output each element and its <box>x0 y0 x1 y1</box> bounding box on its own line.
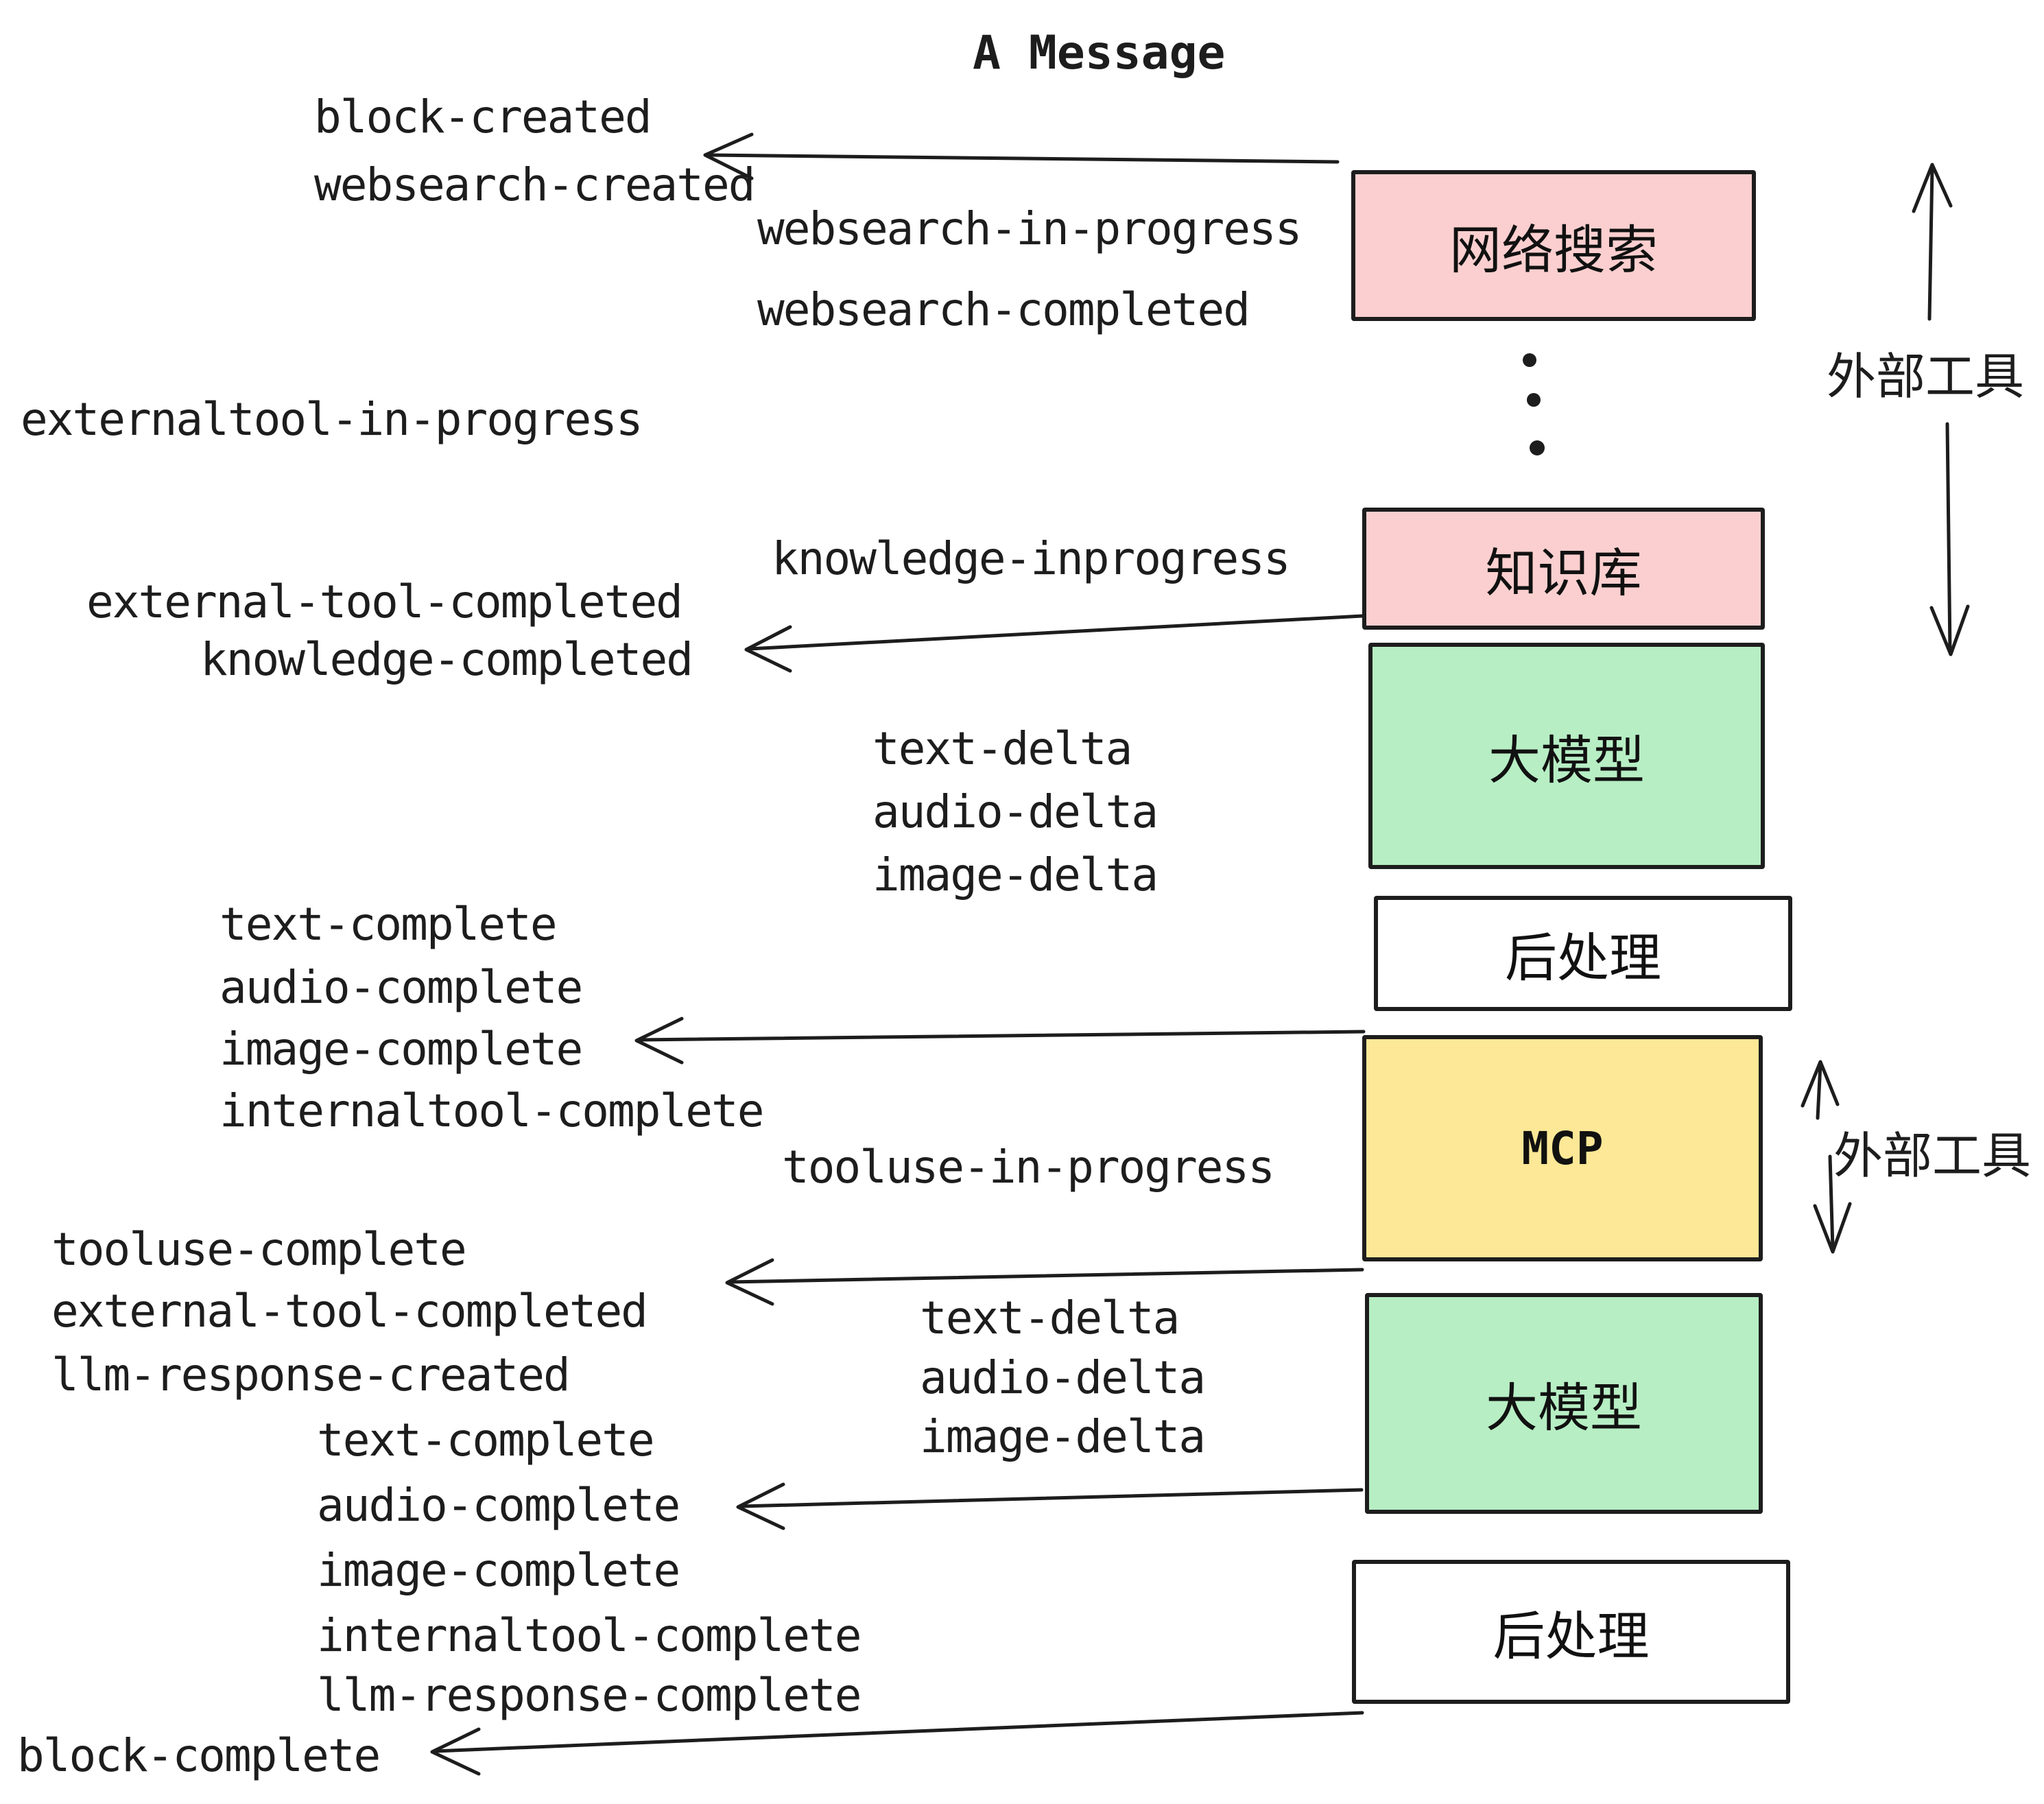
box-llm-1-label: 大模型 <box>1488 732 1645 790</box>
arrow-knowledge-to-completed <box>747 614 1364 651</box>
event-label-block-complete: block-complete <box>17 1729 381 1782</box>
event-label-text-delta: text-delta <box>872 722 1132 775</box>
event-label-external-tool-completed: external-tool-completed <box>86 575 683 628</box>
event-label-internaltool-complete-2: internaltool-complete <box>317 1609 861 1662</box>
event-label-websearch-created: websearch-created <box>314 158 756 211</box>
event-label-text-delta-2: text-delta <box>920 1292 1180 1344</box>
event-label-websearch-in-progress: websearch-in-progress <box>757 202 1302 255</box>
box-llm-1: 大模型 <box>1368 643 1765 869</box>
event-label-tooluse-complete: tooluse-complete <box>51 1223 467 1276</box>
event-label-image-delta-2: image-delta <box>920 1410 1206 1463</box>
event-label-websearch-completed: websearch-completed <box>757 283 1250 336</box>
event-label-tooluse-in-progress: tooluse-in-progress <box>782 1141 1275 1194</box>
event-label-audio-delta-2: audio-delta <box>920 1351 1206 1404</box>
event-label-externaltool-in-progress: externaltool-in-progress <box>21 393 643 446</box>
arrow-external-tools-down <box>1945 422 1952 654</box>
event-label-audio-delta: audio-delta <box>872 785 1158 838</box>
box-websearch: 网络搜索 <box>1351 170 1756 321</box>
external-tools-label-top: 外部工具 <box>1827 350 2025 405</box>
arrow-websearch-to-created <box>706 153 1340 164</box>
event-label-llm-response-complete: llm-response-complete <box>317 1669 861 1722</box>
box-postprocess-1-label: 后处理 <box>1505 929 1661 988</box>
event-label-audio-complete: audio-complete <box>219 961 583 1014</box>
box-postprocess-2: 后处理 <box>1352 1560 1790 1704</box>
box-knowledge-label: 知识库 <box>1485 545 1642 603</box>
event-label-audio-complete-2: audio-complete <box>317 1479 680 1532</box>
ellipsis-dots <box>1523 353 1545 455</box>
arrow-external-tools-up <box>1927 165 1934 321</box>
event-label-image-delta: image-delta <box>872 848 1158 901</box>
box-websearch-label: 网络搜索 <box>1449 222 1658 280</box>
box-postprocess-2-label: 后处理 <box>1493 1608 1650 1666</box>
event-label-knowledge-completed: knowledge-completed <box>200 633 693 686</box>
box-knowledge: 知识库 <box>1362 508 1765 630</box>
event-label-image-complete-2: image-complete <box>317 1544 680 1597</box>
arrow-mcp-external-up <box>1816 1063 1822 1120</box>
arrow-post1-to-image-complete <box>637 1030 1366 1042</box>
box-mcp: MCP <box>1362 1035 1763 1261</box>
box-llm-2: 大模型 <box>1365 1293 1763 1514</box>
box-postprocess-1: 后处理 <box>1374 896 1792 1011</box>
box-llm-2-label: 大模型 <box>1486 1379 1642 1438</box>
event-label-block-created: block-created <box>314 91 652 143</box>
event-label-external-tool-completed-2: external-tool-completed <box>51 1285 648 1338</box>
event-label-internaltool-complete: internaltool-complete <box>219 1084 764 1137</box>
event-label-knowledge-inprogress: knowledge-inprogress <box>772 532 1291 585</box>
diagram-title: A Message <box>973 26 1226 80</box>
arrow-mcp-external-down <box>1828 1154 1835 1250</box>
event-label-image-complete: image-complete <box>219 1023 583 1076</box>
event-label-text-complete-2: text-complete <box>317 1414 655 1467</box>
arrow-llm2-to-audio-complete <box>739 1488 1364 1508</box>
event-label-llm-response-created: llm-response-created <box>51 1349 571 1401</box>
external-tools-label-bottom: 外部工具 <box>1833 1129 2032 1184</box>
box-mcp-label: MCP <box>1521 1121 1604 1175</box>
event-label-text-complete: text-complete <box>219 898 558 951</box>
arrow-mcp-to-tooluse-complete <box>728 1268 1364 1284</box>
